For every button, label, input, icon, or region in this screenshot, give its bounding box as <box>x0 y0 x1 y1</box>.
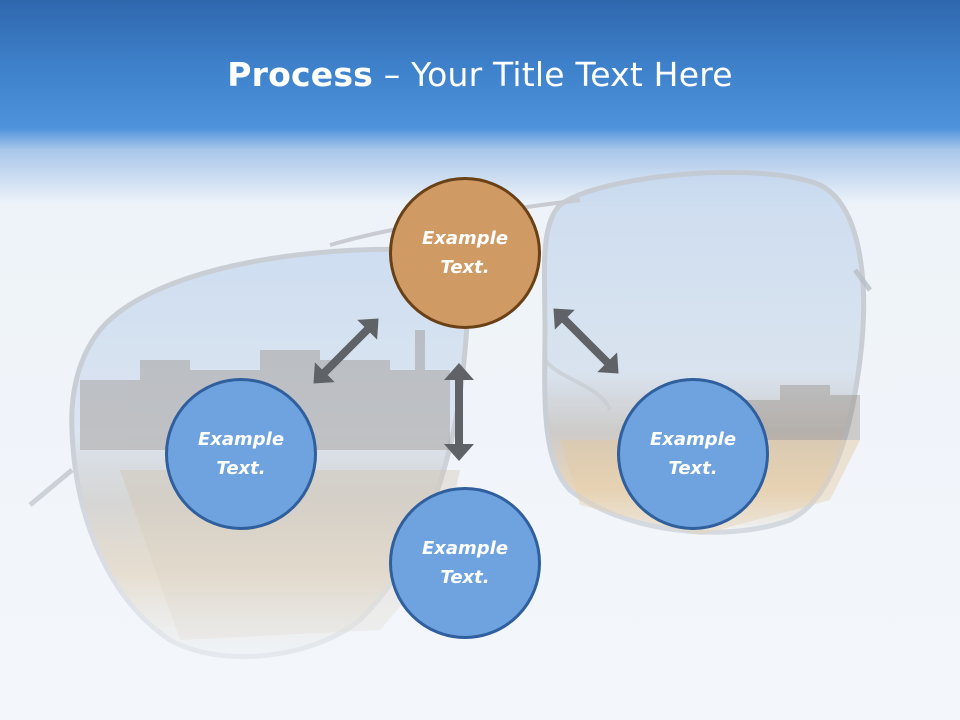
node-bottom-label: Example Text. <box>421 538 509 588</box>
double-headed-arrow-icon-top-right <box>553 308 619 374</box>
node-left-label: Example Text. <box>197 429 285 479</box>
process-node-bottom: Example Text. <box>389 487 541 639</box>
process-node-top: Example Text. <box>389 177 541 329</box>
double-headed-arrow-icon-top-left <box>313 318 379 384</box>
node-top-label: Example Text. <box>421 228 509 278</box>
process-node-left: Example Text. <box>165 378 317 530</box>
double-headed-arrow-icon-vertical <box>444 363 474 461</box>
title-bold: Process <box>227 55 374 94</box>
node-right-label: Example Text. <box>649 429 737 479</box>
title-rest: – Your Title Text Here <box>373 55 733 94</box>
slide-title: Process – Your Title Text Here <box>0 52 960 98</box>
process-node-right: Example Text. <box>617 378 769 530</box>
